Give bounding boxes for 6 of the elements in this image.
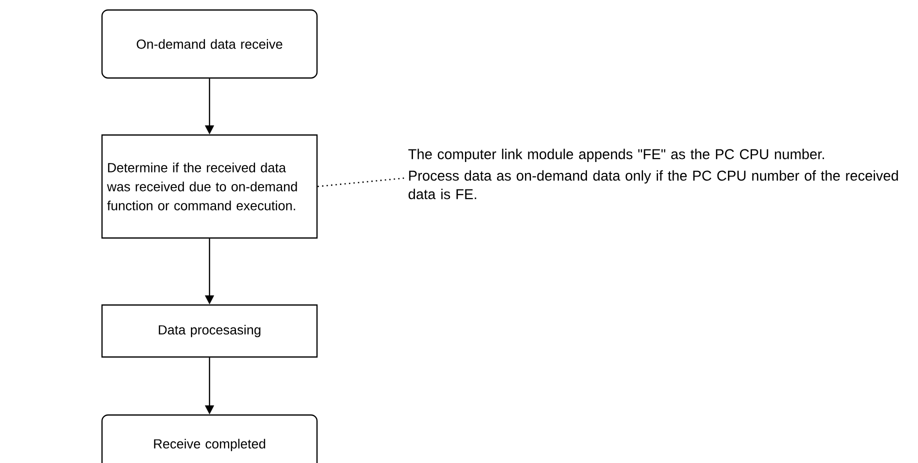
process-box: On-demand data receive xyxy=(101,9,318,79)
process-box: Data procesasing xyxy=(101,304,318,358)
leader-line xyxy=(318,177,406,188)
process-box: Receive completed xyxy=(101,414,318,463)
process-box: Determine if the received data was received due to on-demand function or command execution. xyxy=(101,134,318,239)
note-text: The computer link module appends "FE" as the PC CPU number. Process data as on-demand data only if the PC CPU number of the received data is FE. xyxy=(408,148,898,200)
